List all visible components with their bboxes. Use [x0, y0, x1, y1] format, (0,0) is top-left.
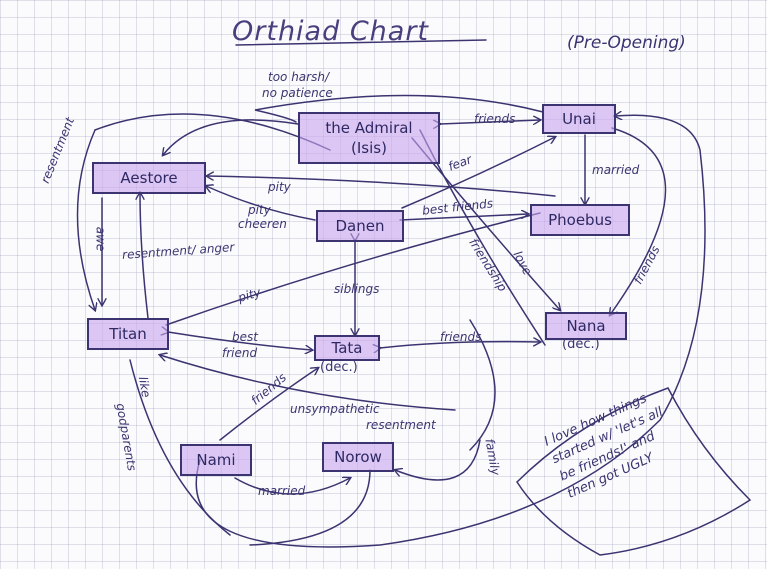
- node-norow: Norow: [322, 442, 394, 472]
- edge-bottom-loop: [195, 115, 706, 548]
- node-unai: Unai: [542, 104, 616, 134]
- title-underline: [235, 39, 487, 46]
- edge-married-nami-norow: [234, 478, 350, 495]
- node-norow-name: Norow: [334, 448, 382, 466]
- label-unsympathetic-2: resentment: [366, 418, 436, 432]
- label-awe: awe: [93, 226, 108, 252]
- edge-best-friends: [399, 214, 528, 221]
- label-pity-cheeren-2: cheeren: [238, 217, 287, 231]
- label-married-nami-norow: married: [258, 484, 306, 498]
- node-danen-name: Danen: [335, 217, 385, 235]
- edge-friends-tata-nana: [380, 342, 540, 348]
- node-aestore-name: Aestore: [120, 169, 178, 187]
- node-tata: Tata: [314, 335, 380, 361]
- node-admiral-sub: (Isis): [351, 139, 387, 157]
- node-nana: Nana: [545, 312, 627, 340]
- node-aestore: Aestore: [92, 162, 206, 194]
- label-best-friend-1: best: [232, 330, 258, 344]
- node-titan-name: Titan: [109, 325, 147, 343]
- label-too-harsh-2: no patience: [262, 86, 333, 100]
- edge-family-2: [469, 319, 496, 451]
- node-nana-name: Nana: [566, 317, 606, 335]
- chart-subtitle: (Pre-Opening): [567, 33, 686, 53]
- edge-best-friend: [168, 332, 312, 350]
- node-titan: Titan: [87, 318, 169, 350]
- edge-friends-unai-nana: [610, 127, 667, 315]
- label-best-friend-2: friend: [222, 346, 258, 360]
- node-unai-name: Unai: [562, 110, 596, 128]
- node-nana-sub: (dec.): [562, 337, 600, 352]
- edge-friends-admiral-unai: [440, 120, 540, 124]
- label-friends-admiral-unai: friends: [474, 112, 516, 126]
- node-nami-name: Nami: [196, 451, 236, 469]
- edge-norow-loop: [249, 469, 371, 546]
- edge-friends-nami-tata: [219, 368, 318, 441]
- edge-pity-aestore: [207, 176, 556, 197]
- label-friends-tata-nana: friends: [440, 330, 482, 344]
- node-tata-name: Tata: [331, 339, 363, 357]
- node-phoebus: Phoebus: [530, 204, 630, 236]
- edge-too-harsh: [163, 119, 299, 155]
- edge-family: [395, 439, 481, 481]
- edge-pity-cheeren: [206, 186, 316, 221]
- label-too-harsh-1: too harsh/: [268, 70, 329, 84]
- node-nami: Nami: [180, 444, 252, 476]
- edge-too-harsh-unai: [254, 94, 544, 123]
- chart-title: Orthiad Chart: [232, 16, 430, 47]
- node-tata-sub: (dec.): [320, 360, 358, 375]
- label-pity-aestore: pity: [268, 180, 291, 194]
- edge-unsympathetic: [160, 355, 456, 411]
- edge-resentment-loop: [76, 129, 96, 310]
- label-unsympathetic-1: unsympathetic: [290, 402, 380, 416]
- node-phoebus-name: Phoebus: [548, 211, 612, 229]
- node-admiral: the Admiral (Isis): [298, 112, 440, 164]
- node-admiral-name: the Admiral: [325, 119, 413, 137]
- note-box-outline: [516, 387, 752, 556]
- label-pity-cheeren-1: pity: [248, 203, 271, 217]
- label-married-unai-phoebus: married: [592, 163, 640, 177]
- node-danen: Danen: [316, 210, 404, 242]
- edge-resentment-anger: [140, 193, 149, 319]
- label-siblings: siblings: [334, 282, 380, 296]
- edge-fear: [401, 137, 555, 209]
- edge-resentment-top: [94, 113, 331, 151]
